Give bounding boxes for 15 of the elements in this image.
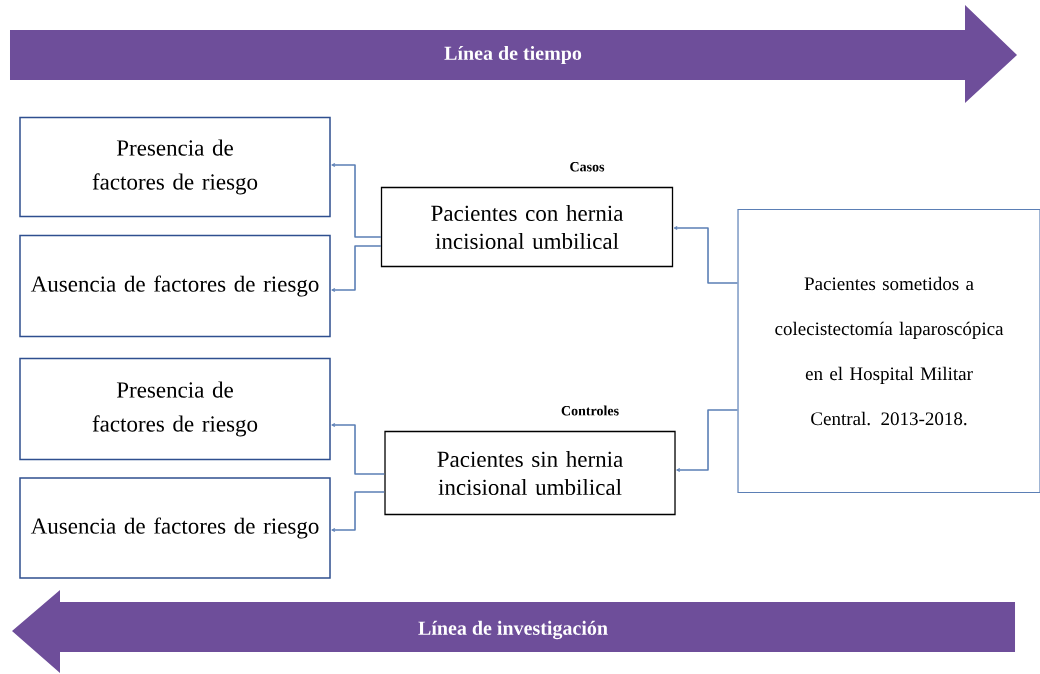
- group-box: Pacientes con hernia incisional umbilical: [380, 186, 674, 268]
- connector-arrow: [331, 163, 382, 238]
- factor-box: Ausencia de factores de riesgo: [19, 477, 331, 579]
- factor-box: Presencia de factores de riesgo: [19, 357, 331, 461]
- population-box: Pacientes sometidos a colecistectomía laparoscópica en el Hospital Militar Central. 2013-2018.: [737, 208, 1040, 494]
- group-box: Pacientes sin hernia incisional umbilical: [384, 430, 676, 516]
- connector-arrow: [331, 491, 386, 532]
- connector-arrow: [331, 423, 386, 475]
- group-heading: Controles: [561, 405, 619, 416]
- connector-arrow: [676, 409, 739, 472]
- factor-box: Presencia de factores de riesgo: [19, 116, 331, 218]
- connector-arrow: [331, 245, 382, 292]
- group-heading: Casos: [570, 162, 605, 172]
- factor-box: Ausencia de factores de riesgo: [19, 234, 331, 338]
- connector-arrow: [673, 226, 739, 284]
